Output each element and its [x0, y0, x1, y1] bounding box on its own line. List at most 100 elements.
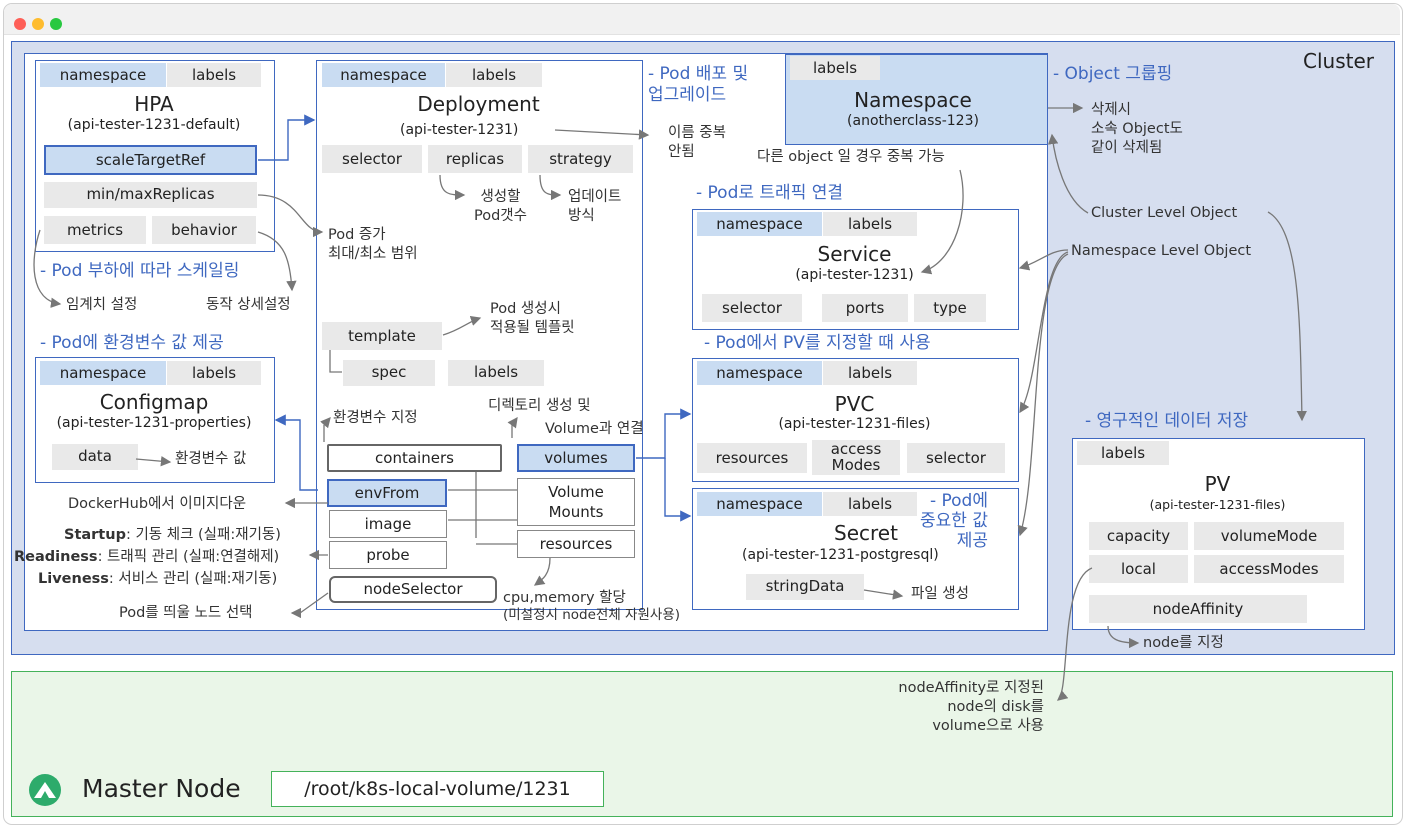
master-node-logo-icon	[29, 774, 61, 806]
pv-labels-chip: labels	[1077, 441, 1169, 465]
service-selector: selector	[702, 294, 802, 322]
pvc-resources: resources	[697, 443, 807, 473]
readiness-value: : 트래픽 관리 (실패:연결해제)	[97, 549, 280, 565]
service-title: Service	[817, 242, 892, 266]
secret-heading: - Pod에 중요한 값 제공	[920, 491, 988, 551]
master-node-label: Master Node	[82, 774, 241, 803]
hpa-labels-chip: labels	[167, 63, 261, 87]
pv-title: PV	[1204, 472, 1231, 496]
template-note: Pod 생성시 적용될 템플릿	[490, 301, 575, 336]
pv-heading: - 영구적인 데이터 저장	[1085, 411, 1249, 431]
env-set-note: 환경변수 지정	[333, 410, 418, 426]
deployment-spec: spec	[343, 360, 435, 386]
pvc-title: PVC	[834, 392, 875, 416]
behavior-note: 동작 상세설정	[206, 297, 291, 313]
master-node-path: /root/k8s-local-volume/1231	[271, 771, 604, 807]
pv-access-modes: accessModes	[1194, 555, 1344, 583]
env-value-note: 환경변수 값	[175, 451, 247, 467]
configmap-title: Configmap	[99, 390, 209, 414]
cpu-mem-note: cpu,memory 할당	[503, 590, 626, 606]
update-method-note: 업데이트 방식	[568, 189, 622, 224]
configmap-heading: - Pod에 환경변수 값 제공	[40, 333, 224, 353]
pvc-heading: - Pod에서 PV를 지정할 때 사용	[704, 333, 931, 353]
startup-key: Startup	[64, 527, 126, 543]
deployment-subtitle: (api-tester-1231)	[400, 122, 519, 138]
configmap-labels-chip: labels	[167, 361, 261, 385]
startup-note: Startup: 기동 체크 (실패:재기동)	[64, 526, 281, 545]
startup-value: : 기동 체크 (실패:재기동)	[125, 527, 281, 543]
file-create-note: 파일 생성	[911, 586, 969, 602]
secret-labels-chip: labels	[823, 492, 917, 516]
pv-subtitle: (api-tester-1231-files)	[1149, 497, 1286, 512]
deployment-namespace-chip: namespace	[322, 63, 445, 87]
deployment-env-from: envFrom	[327, 479, 447, 507]
service-type: type	[914, 294, 986, 322]
hpa-min-max-replicas: min/maxReplicas	[44, 182, 257, 208]
hpa-heading: - Pod 부하에 따라 스케일링	[40, 261, 240, 281]
deployment-selector: selector	[322, 145, 422, 173]
hpa-subtitle: (api-tester-1231-default)	[67, 117, 241, 133]
deployment-volumes: volumes	[517, 444, 635, 472]
hpa-behavior: behavior	[152, 216, 256, 244]
service-labels-chip: labels	[823, 212, 917, 236]
namespace-subtitle: (anotherclass-123)	[847, 113, 979, 129]
hpa-namespace-chip: namespace	[40, 63, 166, 87]
pv-volume-mode: volumeMode	[1194, 522, 1344, 550]
vol-connect-note: Volume과 연결	[545, 421, 644, 437]
secret-namespace-chip: namespace	[697, 492, 822, 516]
deployment-title: Deployment	[417, 92, 540, 116]
liveness-value: : 서비스 관리 (실패:재기동)	[108, 571, 278, 587]
cluster-level-note: Cluster Level Object	[1091, 205, 1238, 221]
hpa-metrics: metrics	[44, 216, 146, 244]
liveness-key: Liveness	[38, 571, 109, 587]
readiness-note: Readiness: 트래픽 관리 (실패:연결해제)	[14, 548, 279, 567]
deployment-heading: - Pod 배포 및 업그레이드	[648, 64, 749, 105]
configmap-data: data	[52, 444, 138, 470]
service-namespace-chip: namespace	[697, 212, 822, 236]
deployment-resources: resources	[517, 530, 635, 558]
hpa-title: HPA	[134, 92, 174, 116]
minimize-window-button[interactable]	[32, 18, 44, 30]
close-window-button[interactable]	[14, 18, 26, 30]
namespace-labels-chip: labels	[790, 56, 880, 80]
object-group-heading: - Object 그룹핑	[1053, 64, 1173, 84]
threshold-note: 임계치 설정	[66, 297, 138, 313]
dir-create-note: 디렉토리 생성 및	[488, 398, 591, 414]
deployment-probe: probe	[329, 541, 447, 569]
deployment-template: template	[322, 322, 442, 350]
master-node-area	[11, 671, 1393, 817]
deployment-spec-labels: labels	[448, 360, 544, 386]
deployment-image: image	[329, 510, 447, 538]
configmap-subtitle: (api-tester-1231-properties)	[56, 415, 252, 431]
delete-note: 삭제시 소속 Object도 같이 삭제됨	[1091, 102, 1183, 156]
name-dup-note: 이름 중복 안됨	[668, 125, 726, 160]
cluster-label: Cluster	[1303, 49, 1374, 73]
pv-capacity: capacity	[1089, 522, 1188, 550]
title-bar	[4, 4, 1400, 35]
readiness-key: Readiness	[14, 549, 98, 565]
secret-subtitle: (api-tester-1231-postgresql)	[742, 547, 939, 563]
deployment-containers: containers	[327, 444, 502, 472]
cpu-mem-note-2: (미설정시 node전체 자원사용)	[503, 607, 681, 623]
pvc-namespace-chip: namespace	[697, 361, 822, 385]
pv-local: local	[1089, 555, 1188, 583]
namespace-level-note: Namespace Level Object	[1071, 243, 1252, 259]
deployment-labels-chip: labels	[446, 63, 542, 87]
service-heading: - Pod로 트래픽 연결	[696, 183, 844, 203]
deployment-replicas: replicas	[428, 145, 522, 173]
pvc-selector: selector	[907, 443, 1005, 473]
service-subtitle: (api-tester-1231)	[795, 267, 914, 283]
secret-string-data: stringData	[746, 574, 864, 600]
pod-range-note: Pod 증가 최대/최소 범위	[328, 227, 418, 262]
configmap-namespace-chip: namespace	[40, 361, 166, 385]
deployment-strategy: strategy	[528, 145, 633, 173]
pvc-access-modes: access Modes	[812, 440, 900, 475]
namespace-title: Namespace	[854, 88, 972, 112]
maximize-window-button[interactable]	[50, 18, 62, 30]
deployment-volume-mounts: Volume Mounts	[517, 478, 635, 526]
liveness-note: Liveness: 서비스 관리 (실패:재기동)	[38, 570, 277, 589]
hpa-scale-target-ref: scaleTargetRef	[44, 145, 257, 175]
diff-object-note: 다른 object 일 경우 중복 가능	[757, 149, 945, 165]
replica-count-note: 생성할 Pod갯수	[474, 189, 527, 224]
pv-node-affinity: nodeAffinity	[1089, 595, 1307, 623]
